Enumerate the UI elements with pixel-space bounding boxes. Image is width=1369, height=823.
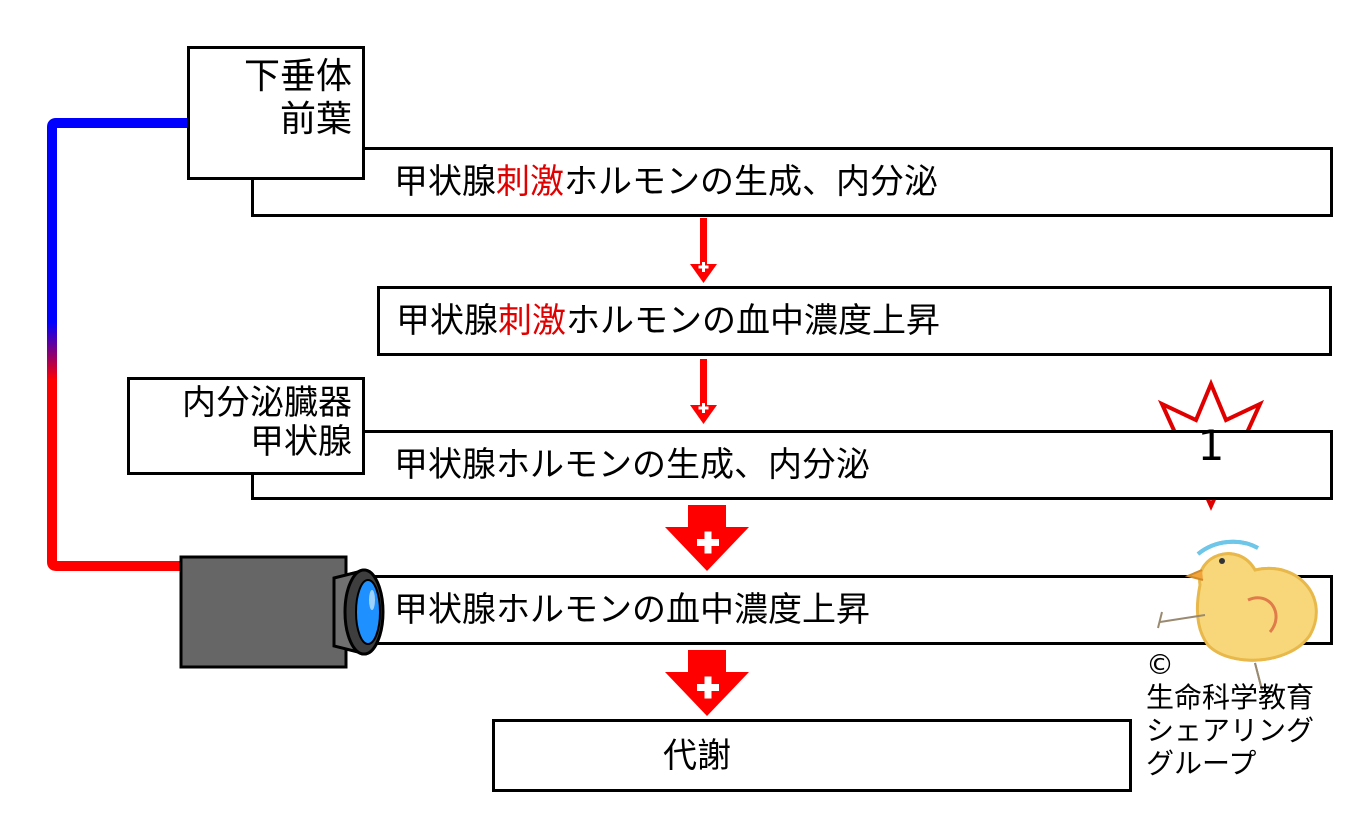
pituitary-label-line1: 下垂体 <box>243 56 352 97</box>
credit-line1: 生命科学教育 <box>1146 681 1315 715</box>
secretion-arrow <box>665 505 749 571</box>
step3-text: 甲状腺ホルモンの生成、内分泌 <box>394 445 870 485</box>
pituitary-anterior-box: 下垂体 前葉 <box>187 46 365 180</box>
step1-highlight: 刺激 <box>496 162 564 202</box>
step1-suffix: ホルモンの生成、内分泌 <box>564 162 938 202</box>
step5-text: 代謝 <box>663 735 731 776</box>
starburst-badge-label: 1 <box>1197 421 1225 470</box>
step-tsh-blood-level: 甲状腺刺激ホルモンの血中濃度上昇 <box>377 286 1332 356</box>
stimulation-arrow-2 <box>690 359 717 424</box>
pituitary-label-line2: 前葉 <box>279 99 352 141</box>
step-metabolism: 代謝 <box>492 719 1132 792</box>
stimulation-arrow-1 <box>690 218 717 283</box>
step1-prefix: 甲状腺 <box>394 162 496 202</box>
step2-suffix: ホルモンの血中濃度上昇 <box>566 301 940 341</box>
feedback-loop-line <box>47 118 188 571</box>
step2-highlight: 刺激 <box>498 301 566 341</box>
metabolism-arrow <box>665 650 749 716</box>
copyright-symbol: © <box>1146 648 1174 681</box>
copyright-credit: © 生命科学教育 シェアリング グループ <box>1146 648 1314 780</box>
step-thyroid-hormone-secretion: 甲状腺ホルモンの生成、内分泌 <box>251 430 1333 500</box>
step4-text: 甲状腺ホルモンの血中濃度上昇 <box>394 590 870 630</box>
credit-line2: シェアリング <box>1146 714 1315 748</box>
endocrine-label-line2: 甲状腺 <box>250 422 352 463</box>
step-thyroid-hormone-blood-level: 甲状腺ホルモンの血中濃度上昇 <box>251 575 1333 645</box>
endocrine-organ-box: 内分泌臓器 甲状腺 <box>127 377 365 475</box>
step2-prefix: 甲状腺 <box>396 301 498 341</box>
credit-line3: グループ <box>1146 747 1257 781</box>
endocrine-label-line1: 内分泌臓器 <box>182 383 352 423</box>
step-tsh-secretion: 甲状腺刺激ホルモンの生成、内分泌 <box>251 147 1333 217</box>
